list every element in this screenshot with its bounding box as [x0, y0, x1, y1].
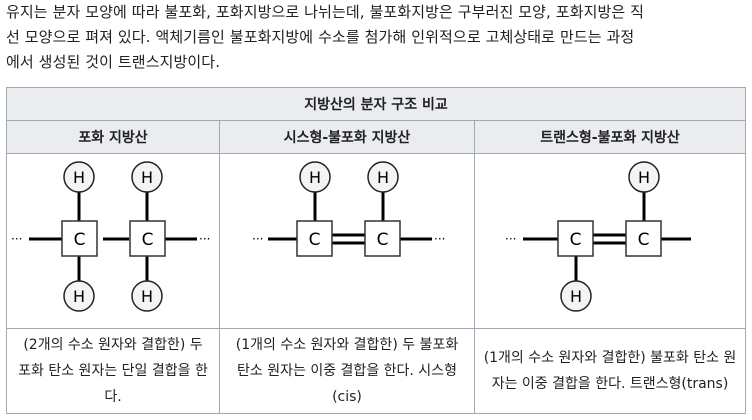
table-caption: 지방산의 분자 구조 비교	[6, 87, 746, 121]
chain-dots-left: ···	[252, 232, 263, 246]
chain-dots-left: ···	[505, 232, 516, 246]
description-cis: (1개의 수소 원자와 결합한) 두 불포화 탄소 원자는 이중 결합을 한다.…	[219, 328, 475, 414]
carbon-atom-2: C	[364, 220, 401, 257]
hydrogen-atom-c1-top: H	[63, 161, 95, 193]
carbon-atom-1: C	[557, 220, 594, 257]
hydrogen-atom-c2-bottom: H	[131, 280, 163, 312]
intro-line-3: 에서 생성된 것이 트랜스지방이다.	[6, 53, 221, 71]
description-trans: (1개의 수소 원자와 결합한) 불포화 탄소 원자는 이중 결합을 한다. 트…	[474, 328, 746, 414]
carbon-atom-2: C	[129, 220, 166, 257]
saturated-structure-diagram: ··· ··· C C H H	[11, 161, 210, 312]
carbon-atom-1: C	[296, 220, 333, 257]
hydrogen-atom-c1-top: H	[299, 161, 331, 193]
header-saturated: 포화 지방산	[6, 120, 220, 154]
intro-line-2: 선 모양으로 펴져 있다. 액체기름인 불포화지방에 수소를 첨가해 인위적으로…	[6, 28, 635, 46]
svg-text:C: C	[638, 230, 650, 250]
svg-text:H: H	[377, 168, 389, 187]
svg-text:H: H	[73, 168, 85, 187]
chain-dots-right: ···	[199, 232, 210, 246]
svg-text:C: C	[309, 230, 321, 250]
svg-text:H: H	[73, 287, 85, 306]
svg-text:C: C	[377, 230, 389, 250]
trans-structure-diagram: ··· C C H H	[505, 161, 691, 312]
carbon-atom-1: C	[61, 220, 98, 257]
diagram-cell-cis: ··· ··· C C H H	[219, 153, 475, 329]
chain-dots-left: ···	[11, 232, 22, 246]
header-cis-unsaturated: 시스형-불포화 지방산	[219, 120, 475, 154]
intro-line-1: 유지는 분자 모양에 따라 불포화, 포화지방으로 나뉘는데, 불포화지방은 구…	[6, 3, 645, 21]
svg-text:H: H	[638, 168, 650, 187]
description-saturated: (2개의 수소 원자와 결합한) 두 포화 탄소 원자는 단일 결합을 한다.	[6, 328, 220, 414]
chain-dots-right: ···	[434, 232, 445, 246]
svg-text:H: H	[141, 287, 153, 306]
svg-text:C: C	[74, 230, 86, 250]
header-trans-unsaturated: 트랜스형-불포화 지방산	[474, 120, 746, 154]
svg-text:C: C	[142, 230, 154, 250]
intro-paragraph: 유지는 분자 모양에 따라 불포화, 포화지방으로 나뉘는데, 불포화지방은 구…	[6, 0, 748, 75]
svg-text:C: C	[570, 230, 582, 250]
cis-structure-diagram: ··· ··· C C H H	[252, 161, 445, 257]
hydrogen-atom-c2-top: H	[367, 161, 399, 193]
hydrogen-atom-c2-top: H	[628, 161, 660, 193]
svg-text:H: H	[141, 168, 153, 187]
hydrogen-atom-c2-top: H	[131, 161, 163, 193]
carbon-atom-2: C	[625, 220, 662, 257]
diagram-cell-trans: ··· C C H H	[474, 153, 746, 329]
diagram-cell-saturated: ··· ··· C C H H	[6, 153, 220, 329]
hydrogen-atom-c1-bottom: H	[63, 280, 95, 312]
svg-text:H: H	[309, 168, 321, 187]
hydrogen-atom-c1-bottom: H	[560, 280, 592, 312]
fatty-acid-comparison-table: 지방산의 분자 구조 비교 포화 지방산 시스형-불포화 지방산 트랜스형-불포…	[6, 87, 746, 414]
svg-text:H: H	[570, 287, 582, 306]
